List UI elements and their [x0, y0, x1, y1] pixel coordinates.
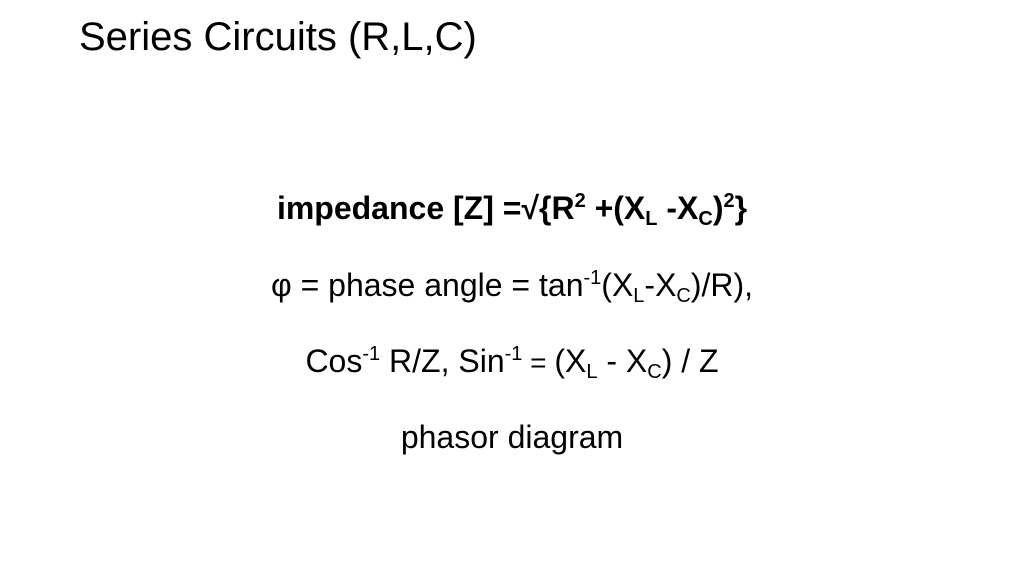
impedance-formula: impedance [Z] =√{R2 +(XL -XC)2} [0, 188, 1024, 230]
phase-prefix: φ = phase angle = tan [270, 267, 584, 303]
impedance-prefix: impedance [Z] =√{R [276, 190, 575, 226]
inverse-xl-subscript: L [586, 361, 598, 383]
impedance-mid3: ) [712, 190, 724, 226]
impedance-suffix: } [734, 190, 748, 226]
inverse-mid2: (X [554, 343, 587, 379]
phase-xc-subscript: C [676, 285, 691, 307]
cos-label: Cos [305, 343, 363, 379]
phase-xl-subscript: L [633, 285, 645, 307]
impedance-xc-subscript: C [698, 208, 713, 230]
impedance-xl-subscript: L [645, 208, 658, 230]
inverse-mid1: R/Z, Sin [380, 343, 505, 379]
slide-title: Series Circuits (R,L,C) [79, 15, 477, 59]
impedance-mid1: +(X [585, 190, 646, 226]
phase-mid1: (X [601, 267, 634, 303]
inverse-trig-formula: Cos-1 R/Z, Sin-1 = (XL - XC) / Z [0, 341, 1024, 383]
inverse-xc-subscript: C [647, 361, 662, 383]
impedance-r-exponent: 2 [574, 190, 586, 212]
phasor-diagram-label: phasor diagram [400, 419, 624, 455]
impedance-paren-exponent: 2 [723, 190, 735, 212]
cos-inverse-exponent: -1 [362, 343, 381, 365]
phase-mid2: -X [644, 267, 677, 303]
impedance-mid2: -X [657, 190, 699, 226]
inverse-mid3: - X [597, 343, 648, 379]
inverse-suffix: ) / Z [661, 343, 719, 379]
phase-inverse-exponent: -1 [583, 267, 602, 289]
sin-inverse-exponent: -1 [504, 343, 523, 365]
inverse-equals: = [522, 347, 555, 378]
phase-angle-formula: φ = phase angle = tan-1(XL-XC)/R), [0, 265, 1024, 307]
phase-suffix: )/R), [690, 267, 754, 303]
